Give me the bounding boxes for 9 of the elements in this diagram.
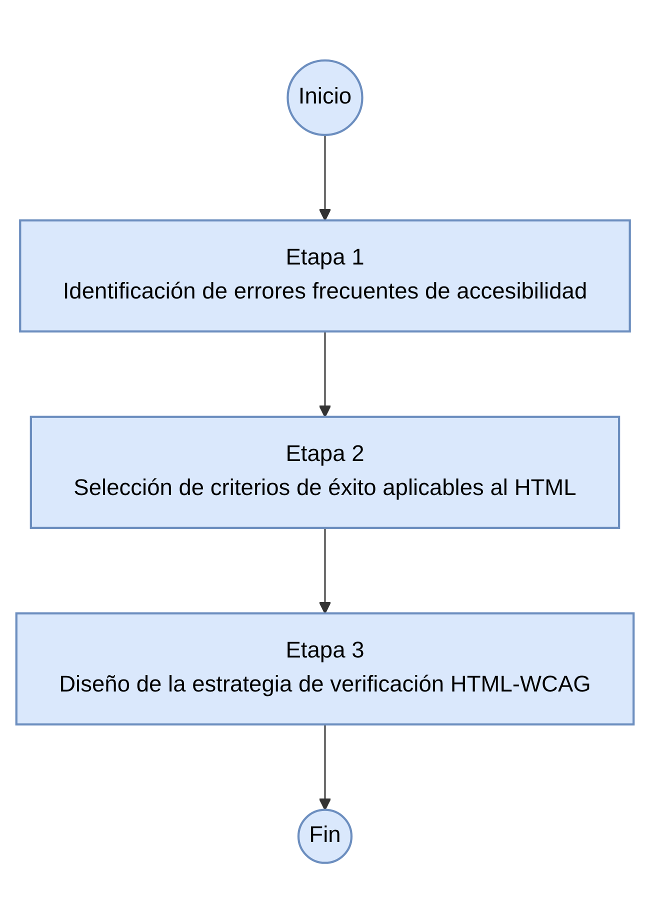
arrow [318,724,332,810]
arrow [318,528,332,614]
node-box: Etapa 1 Identificación de errores frecuentes de accesibilidad [19,219,631,332]
node-box: Etapa 3 Diseño de la estrategia de verificación HTML-WCAG [15,612,635,726]
arrow [318,134,332,221]
node-box: Etapa 2 Selección de criterios de éxito aplicables al HTML [30,416,620,529]
node-circle: Fin [297,808,353,864]
arrow [318,331,332,418]
node-circle: Inicio [286,59,364,136]
